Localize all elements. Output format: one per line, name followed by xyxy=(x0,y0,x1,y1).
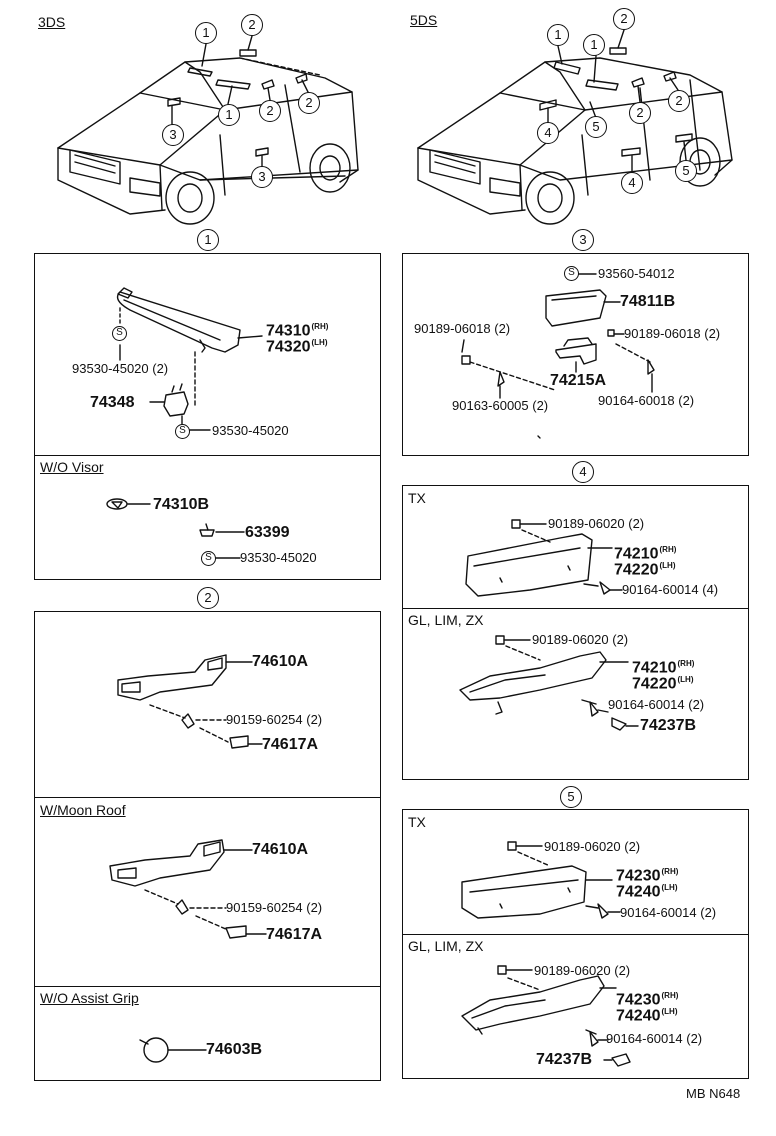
wo-visor-parts-drawing xyxy=(106,498,245,559)
header-3ds: 3DS xyxy=(38,14,66,30)
plug-cap-drawing xyxy=(139,1037,207,1063)
label-gl-lim-zx-5: GL, LIM, ZX xyxy=(408,938,484,954)
part-74617a-moon: 74617A xyxy=(266,926,323,943)
part-74320: 74320(LH) xyxy=(266,338,328,356)
s-mark-2: S xyxy=(175,424,190,439)
part-93530-45020-wo: 93530-45020 xyxy=(240,550,317,565)
callout-2-3ds-top: 2 xyxy=(241,14,263,36)
moon-roof-grip-drawing xyxy=(109,839,267,939)
callout-3-3ds-left: 3 xyxy=(162,124,184,146)
label-moon-roof: W/Moon Roof xyxy=(40,802,126,818)
part-74310b: 74310B xyxy=(153,496,210,513)
assist-grip-drawing xyxy=(117,654,263,749)
callout-5-5ds-right: 5 xyxy=(675,160,697,182)
section-callout-4: 4 xyxy=(572,461,594,483)
label-wo-visor: W/O Visor xyxy=(40,459,104,475)
part-90189-06018-left: 90189-06018 (2) xyxy=(414,321,511,336)
armrest-gl-drawing xyxy=(459,635,639,731)
callout-3-3ds-bottom: 3 xyxy=(251,166,273,188)
armrest-tx-drawing xyxy=(465,519,623,597)
label-tx-4: TX xyxy=(408,490,426,506)
section-2-frame xyxy=(34,611,381,1081)
part-74310: 74310(RH) xyxy=(266,322,329,340)
s-mark-3: S xyxy=(201,551,216,566)
section-1-frame xyxy=(34,253,381,580)
part-90189-06020-tx5: 90189-06020 (2) xyxy=(544,839,641,854)
callout-1-3ds-mid: 1 xyxy=(218,104,240,126)
part-74617a: 74617A xyxy=(262,736,319,753)
armrest5-tx-drawing xyxy=(461,841,621,919)
part-74237b-5: 74237B xyxy=(536,1051,593,1068)
callout-2-3ds-right: 2 xyxy=(298,92,320,114)
section-3-frame xyxy=(402,253,749,456)
part-74220-tx: 74220(LH) xyxy=(614,561,676,579)
part-90159-60254: 90159-60254 (2) xyxy=(226,712,323,727)
part-90164-60014-gl5: 90164-60014 (2) xyxy=(606,1031,703,1046)
callout-4-5ds-left: 4 xyxy=(537,122,559,144)
section-callout-3: 3 xyxy=(572,229,594,251)
section-1-divider xyxy=(34,455,381,456)
part-90164-60014-gl4: 90164-60014 (2) xyxy=(608,697,705,712)
sun-visor-drawing xyxy=(116,287,263,431)
callout-1-5ds-top: 1 xyxy=(547,24,569,46)
s-mark-1: S xyxy=(112,326,127,341)
part-74240-tx: 74240(LH) xyxy=(616,883,678,901)
part-93530-45020: 93530-45020 xyxy=(212,423,289,438)
section-5-frame xyxy=(402,809,749,1079)
section-callout-5: 5 xyxy=(560,786,582,808)
part-74811b: 74811B xyxy=(620,293,676,310)
part-90189-06020-gl5: 90189-06020 (2) xyxy=(534,963,631,978)
part-90189-06020-tx4: 90189-06020 (2) xyxy=(548,516,645,531)
section-4-divider xyxy=(402,608,749,609)
part-63399: 63399 xyxy=(245,524,290,541)
callout-2-3ds-mid: 2 xyxy=(259,100,281,122)
s-mark-4: S xyxy=(564,266,579,281)
callout-5-5ds-mid: 5 xyxy=(585,116,607,138)
part-90189-06018-right: 90189-06018 (2) xyxy=(624,326,721,341)
part-90189-06020-gl4: 90189-06020 (2) xyxy=(532,632,629,647)
callout-2-5ds-right: 2 xyxy=(668,90,690,112)
part-74610a: 74610A xyxy=(252,653,309,670)
section-5-divider xyxy=(402,934,749,935)
section-4-frame xyxy=(402,485,749,780)
label-gl-lim-zx-4: GL, LIM, ZX xyxy=(408,612,484,628)
armrest5-gl-drawing xyxy=(461,965,631,1067)
callout-1-5ds-second: 1 xyxy=(583,34,605,56)
label-tx-5: TX xyxy=(408,814,426,830)
part-74215a: 74215A xyxy=(550,372,607,389)
part-74240-gl: 74240(LH) xyxy=(616,1007,678,1025)
part-90163-60005: 90163-60005 (2) xyxy=(452,398,549,413)
label-wo-assist-grip: W/O Assist Grip xyxy=(40,990,139,1006)
figure-code: MB N648 xyxy=(686,1086,741,1101)
section-callout-1: 1 xyxy=(197,229,219,251)
part-74230-gl: 74230(RH) xyxy=(616,991,679,1009)
section-2-divider-a xyxy=(34,797,381,798)
part-90159-60254-moon: 90159-60254 (2) xyxy=(226,900,323,915)
part-74210-tx: 74210(RH) xyxy=(614,545,677,563)
part-74348: 74348 xyxy=(90,394,135,411)
section-callout-2: 2 xyxy=(197,587,219,609)
part-74220-gl: 74220(LH) xyxy=(632,675,694,693)
header-5ds: 5DS xyxy=(410,12,438,28)
callout-2-5ds-top: 2 xyxy=(613,8,635,30)
part-93560-54012: 93560-54012 xyxy=(598,266,675,281)
part-74603b: 74603B xyxy=(206,1041,263,1058)
callout-4-5ds-bottom: 4 xyxy=(621,172,643,194)
door-pocket-drawing xyxy=(461,273,655,439)
part-74230-tx: 74230(RH) xyxy=(616,867,679,885)
part-90164-60014-tx5: 90164-60014 (2) xyxy=(620,905,717,920)
part-90164-60014-tx4: 90164-60014 (4) xyxy=(622,582,719,597)
section-2-divider-b xyxy=(34,986,381,987)
part-74610a-moon: 74610A xyxy=(252,841,309,858)
part-90164-60018: 90164-60018 (2) xyxy=(598,393,695,408)
part-74210-gl: 74210(RH) xyxy=(632,659,695,677)
part-74237b-4: 74237B xyxy=(640,717,697,734)
part-93530-45020-2: 93530-45020 (2) xyxy=(72,361,169,376)
car-5ds-illustration xyxy=(417,29,733,225)
callout-2-5ds-mid: 2 xyxy=(629,102,651,124)
callout-1-3ds-top: 1 xyxy=(195,22,217,44)
car-3ds-illustration xyxy=(57,35,359,225)
